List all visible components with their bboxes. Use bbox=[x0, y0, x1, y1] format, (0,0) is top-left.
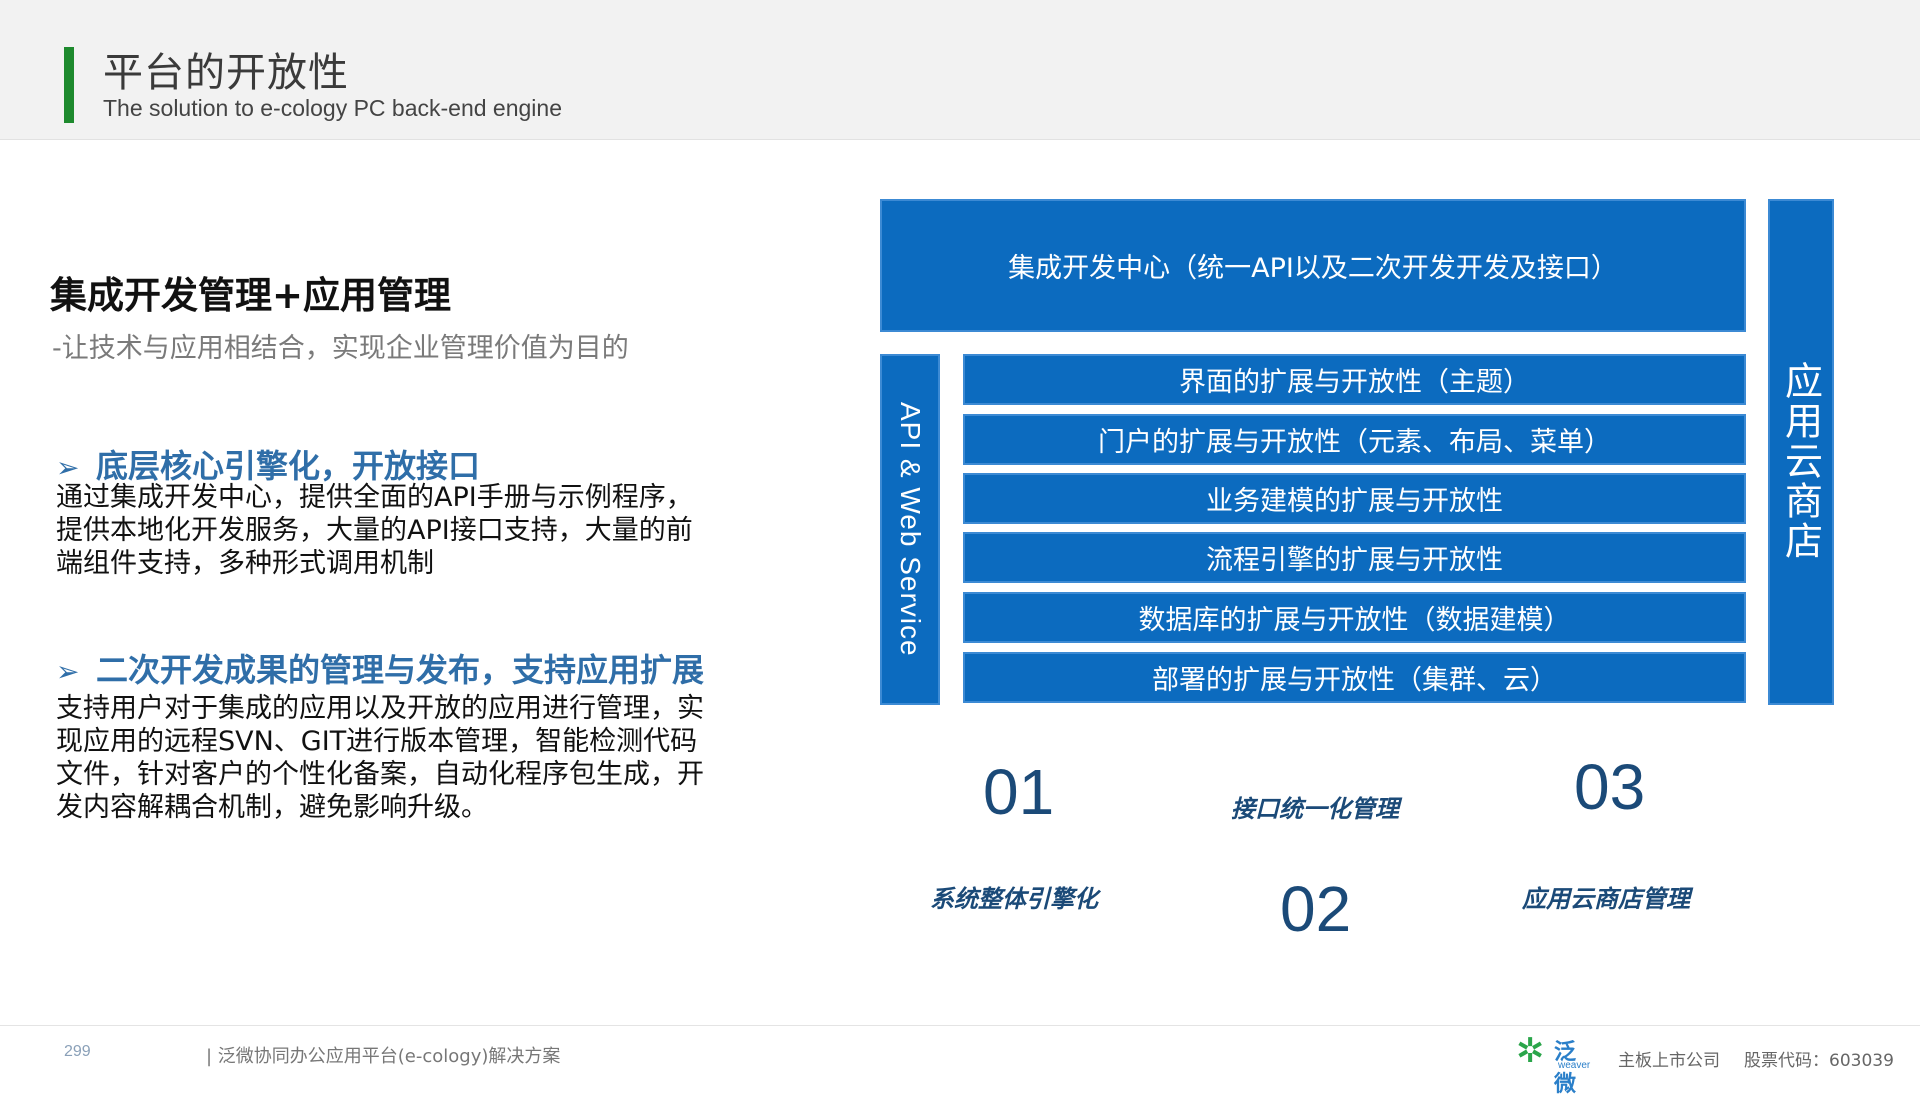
app-store-column: 应用云商店 bbox=[1768, 199, 1834, 705]
extension-row: 流程引擎的扩展与开放性 bbox=[963, 532, 1746, 583]
extension-row-label: 门户的扩展与开放性（元素、布局、菜单） bbox=[1098, 427, 1611, 458]
arrow-bullet-icon: ➢ bbox=[56, 655, 80, 688]
slide-header: 平台的开放性 The solution to e-cology PC back-… bbox=[0, 0, 1920, 140]
arrow-bullet-icon: ➢ bbox=[56, 451, 80, 484]
step-label-01: 系统整体引擎化 bbox=[930, 885, 1098, 913]
footer-caption: | 泛微协同办公应用平台(e-cology)解决方案 bbox=[206, 1046, 561, 1067]
step-number-01: 01 bbox=[983, 756, 1055, 828]
extension-row-label: 部署的扩展与开放性（集群、云） bbox=[1152, 665, 1557, 696]
bullet-2-description: 支持用户对于集成的应用以及开放的应用进行管理，实 现应用的远程SVN、GIT进行… bbox=[56, 692, 746, 824]
header-accent-bar bbox=[64, 47, 74, 123]
app-store-label: 应用云商店 bbox=[1778, 361, 1823, 561]
extension-row-label: 业务建模的扩展与开放性 bbox=[1206, 486, 1503, 517]
section-heading: 集成开发管理+应用管理 bbox=[50, 274, 452, 317]
extension-row: 业务建模的扩展与开放性 bbox=[963, 473, 1746, 524]
extension-row-label: 界面的扩展与开放性（主题） bbox=[1179, 367, 1530, 398]
weaver-logo: ✲ 泛微 weaver bbox=[1516, 1030, 1596, 1097]
step-label-03: 应用云商店管理 bbox=[1522, 885, 1690, 913]
bullet-1-line: 端组件支持，多种形式调用机制 bbox=[56, 548, 434, 579]
slide-subtitle: The solution to e-cology PC back-end eng… bbox=[103, 95, 563, 121]
page-number: 299 bbox=[64, 1043, 91, 1060]
bullet-1-title-text: 底层核心引擎化，开放接口 bbox=[96, 447, 481, 485]
weaver-logo-en: weaver bbox=[1558, 1060, 1591, 1071]
bullet-1-title: ➢ 底层核心引擎化，开放接口 bbox=[56, 441, 480, 487]
api-web-service-column: API & Web Service bbox=[880, 354, 940, 705]
bullet-2-line: 现应用的远程SVN、GIT进行版本管理，智能检测代码 bbox=[56, 726, 698, 757]
bullet-1-line: 通过集成开发中心，提供全面的API手册与示例程序， bbox=[56, 482, 693, 513]
extension-row: 部署的扩展与开放性（集群、云） bbox=[963, 652, 1746, 703]
extension-row: 数据库的扩展与开放性（数据建模） bbox=[963, 592, 1746, 643]
footer-divider bbox=[0, 1025, 1920, 1026]
extension-row-label: 数据库的扩展与开放性（数据建模） bbox=[1138, 605, 1571, 636]
section-subheading: -让技术与应用相结合，实现企业管理价值为目的 bbox=[52, 333, 629, 364]
slide-title: 平台的开放性 bbox=[103, 50, 349, 96]
bullet-2-title-text: 二次开发成果的管理与发布，支持应用扩展 bbox=[96, 651, 705, 689]
listed-company-text: 主板上市公司 bbox=[1618, 1051, 1720, 1071]
step-number-02: 02 bbox=[1280, 873, 1352, 945]
integration-center-label: 集成开发中心（统一API以及二次开发开发及接口） bbox=[1008, 253, 1618, 284]
step-label-02: 接口统一化管理 bbox=[1231, 795, 1399, 823]
bullet-2-line: 文件，针对客户的个性化备案，自动化程序包生成，开 bbox=[56, 759, 704, 790]
bullet-1-description: 通过集成开发中心，提供全面的API手册与示例程序， 提供本地化开发服务，大量的A… bbox=[56, 481, 746, 580]
integration-center-box: 集成开发中心（统一API以及二次开发开发及接口） bbox=[880, 199, 1746, 332]
extension-row: 界面的扩展与开放性（主题） bbox=[963, 354, 1746, 405]
stock-code-text: 股票代码：603039 bbox=[1744, 1051, 1894, 1071]
weaver-logo-icon: ✲ bbox=[1516, 1031, 1545, 1071]
bullet-2-line: 支持用户对于集成的应用以及开放的应用进行管理，实 bbox=[56, 693, 704, 724]
step-number-03: 03 bbox=[1574, 751, 1646, 823]
extension-row-label: 流程引擎的扩展与开放性 bbox=[1206, 545, 1503, 576]
api-web-service-label: API & Web Service bbox=[895, 402, 926, 657]
bullet-2-line: 发内容解耦合机制，避免影响升级。 bbox=[56, 792, 488, 823]
extension-row: 门户的扩展与开放性（元素、布局、菜单） bbox=[963, 414, 1746, 465]
bullet-1-line: 提供本地化开发服务，大量的API接口支持，大量的前 bbox=[56, 515, 693, 546]
bullet-2-title: ➢ 二次开发成果的管理与发布，支持应用扩展 bbox=[56, 645, 704, 691]
